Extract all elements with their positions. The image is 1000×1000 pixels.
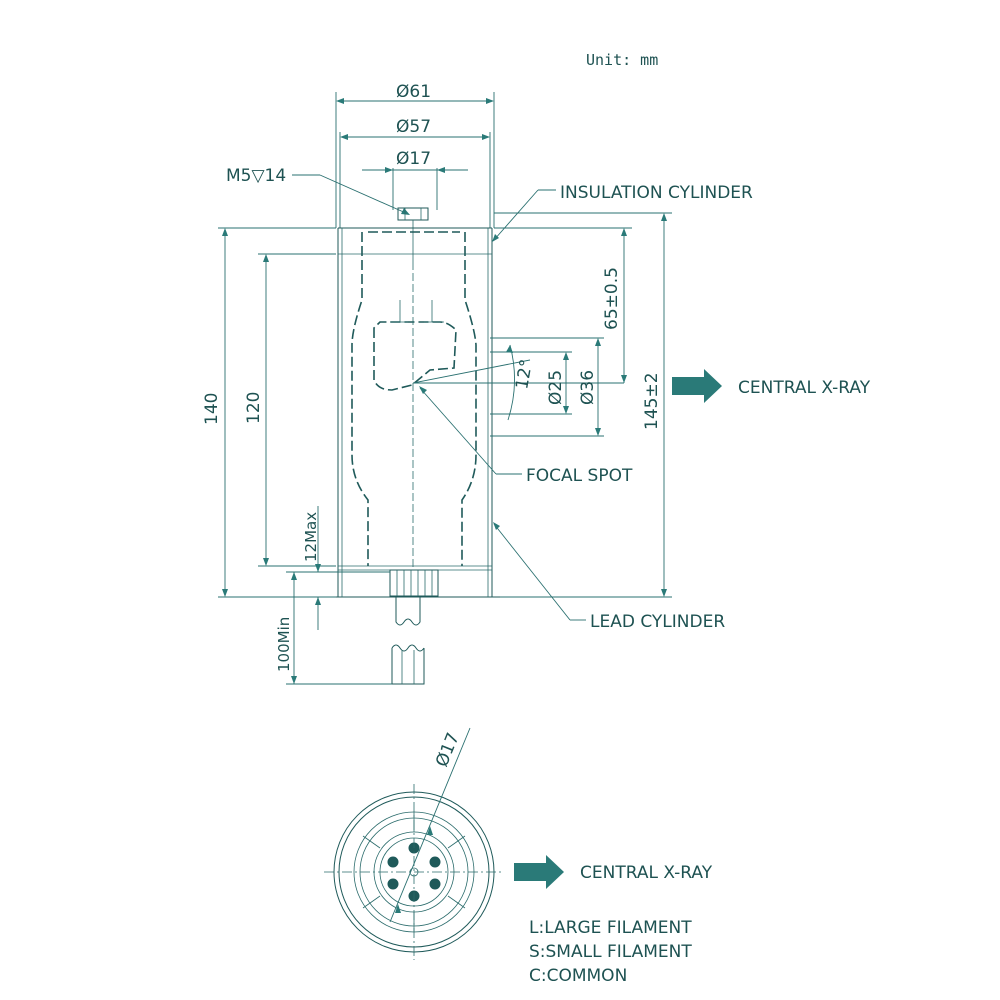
central-xray-bottom-label: CENTRAL X-RAY — [580, 863, 713, 883]
unit-label: Unit: mm — [586, 51, 658, 69]
dim-12max-label: 12Max — [302, 512, 320, 562]
central-xray-arrow-side — [672, 369, 722, 403]
dim-d36-label: Ø36 — [578, 370, 598, 405]
side-view: Ø61 Ø57 Ø17 M5▽14 — [202, 82, 871, 685]
dim-d17-bottom-label: Ø17 — [432, 730, 464, 770]
dim-d57-label: Ø57 — [396, 117, 431, 137]
dim-d25-label: Ø25 — [546, 370, 566, 405]
insulation-cylinder-label: INSULATION CYLINDER — [560, 183, 753, 203]
focal-spot-label: FOCAL SPOT — [526, 466, 633, 486]
central-xray-arrow-bottom — [514, 855, 564, 889]
dim-angle12-label: 12° — [512, 358, 537, 391]
dim-65-label: 65±0.5 — [602, 267, 622, 330]
dim-140-label: 140 — [202, 393, 222, 425]
dim-145-label: 145±2 — [642, 372, 662, 430]
dim-d61-label: Ø61 — [396, 82, 431, 102]
legend-small-filament: S:SMALL FILAMENT — [529, 942, 692, 962]
lead-cylinder-label: LEAD CYLINDER — [590, 612, 725, 632]
central-xray-side-label: CENTRAL X-RAY — [738, 378, 871, 398]
dim-120-label: 120 — [244, 392, 264, 424]
legend-large-filament: L:LARGE FILAMENT — [529, 918, 692, 938]
dim-100min-label: 100Min — [275, 617, 293, 672]
dim-m5-label: M5▽14 — [226, 166, 286, 186]
legend-common: C:COMMON — [529, 966, 627, 986]
dim-d17-top-label: Ø17 — [396, 149, 431, 169]
bottom-view: Ø17 CENTRAL X-RAY L:LARGE FILAMENT S:SMA… — [324, 727, 713, 986]
